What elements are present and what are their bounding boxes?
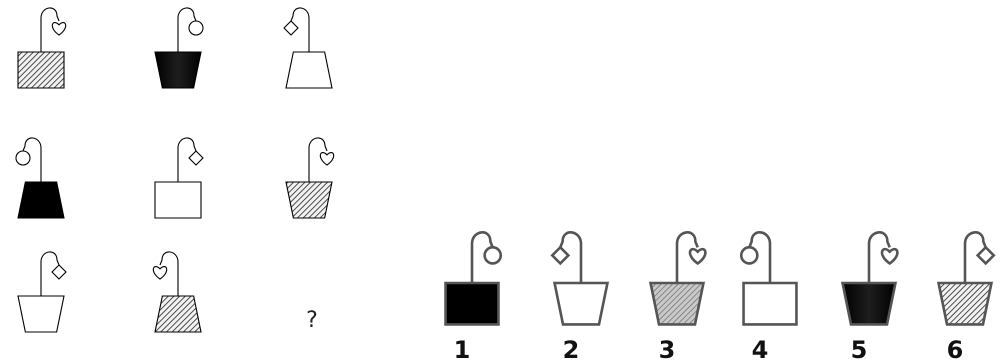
diamond-flower-icon (283, 20, 299, 36)
heart-flower-icon (152, 266, 168, 280)
answer-option-3[interactable]: 3 (648, 231, 707, 364)
pot-shape (154, 181, 202, 219)
heart-flower-icon (688, 247, 707, 266)
plant-stem (559, 231, 583, 283)
plant-stem (308, 137, 328, 182)
diamond-flower-icon (550, 245, 571, 266)
pot-shape (936, 281, 994, 326)
answer-option-6[interactable]: 6 (936, 231, 996, 364)
pot-shape (285, 181, 333, 219)
heart-flower-icon (880, 247, 899, 266)
diamond-flower-icon (188, 150, 204, 166)
option-number-label: 6 (947, 336, 964, 364)
pot-shape (17, 181, 65, 219)
pot-shape (444, 281, 500, 326)
plant-stem (159, 251, 179, 296)
plant-stem (290, 7, 310, 52)
option-number-label: 5 (851, 336, 868, 364)
plant-stem (748, 231, 772, 283)
plant-stem (177, 7, 197, 52)
option-number-label: 3 (659, 336, 676, 364)
answer-option-4[interactable]: 4 (739, 231, 798, 364)
plant-stem (470, 231, 494, 283)
grid-cell-r1-c2 (154, 7, 204, 89)
pot-shape (17, 51, 65, 89)
pot-shape (17, 295, 65, 333)
grid-cell-r2-c1 (15, 137, 65, 219)
circle-flower-icon (188, 20, 204, 36)
plant-stem (177, 137, 197, 182)
option-number-label: 1 (454, 336, 471, 364)
grid-cell-r3-c2 (152, 251, 202, 333)
plant-stem (40, 7, 60, 52)
grid-cell-r1-c1 (17, 7, 67, 89)
pot-shape (285, 51, 333, 89)
plant-stem (675, 231, 699, 283)
answer-option-1[interactable]: 1 (444, 231, 503, 364)
circle-flower-icon (483, 246, 503, 265)
diamond-flower-icon (51, 264, 67, 280)
grid-cell-r1-c3 (283, 7, 333, 89)
pot-shape (154, 295, 202, 333)
circle-flower-icon (15, 150, 31, 166)
circle-flower-icon (739, 246, 759, 265)
grid-cell-r3-c1 (17, 251, 67, 333)
grid-cell-r2-c2 (154, 137, 204, 219)
plant-stem (22, 137, 42, 182)
pot-shape (840, 281, 898, 326)
answer-options: 1 2 3 4 5 6 (444, 231, 996, 364)
answer-option-2[interactable]: 2 (550, 231, 610, 364)
plant-stem (963, 231, 987, 283)
pot-shape (154, 51, 202, 89)
pot-shape (648, 281, 706, 326)
answer-option-5[interactable]: 5 (840, 231, 899, 364)
heart-flower-icon (319, 152, 335, 166)
grid-cell-r2-c3 (285, 137, 335, 219)
heart-flower-icon (51, 22, 67, 36)
pot-shape (552, 281, 610, 326)
question-mark: ? (306, 308, 318, 333)
plant-stem (40, 251, 60, 296)
pot-shape (742, 281, 798, 326)
plant-stem (867, 231, 891, 283)
diamond-flower-icon (975, 245, 996, 266)
option-number-label: 4 (752, 336, 769, 364)
puzzle-grid (15, 7, 335, 333)
option-number-label: 2 (563, 336, 580, 364)
